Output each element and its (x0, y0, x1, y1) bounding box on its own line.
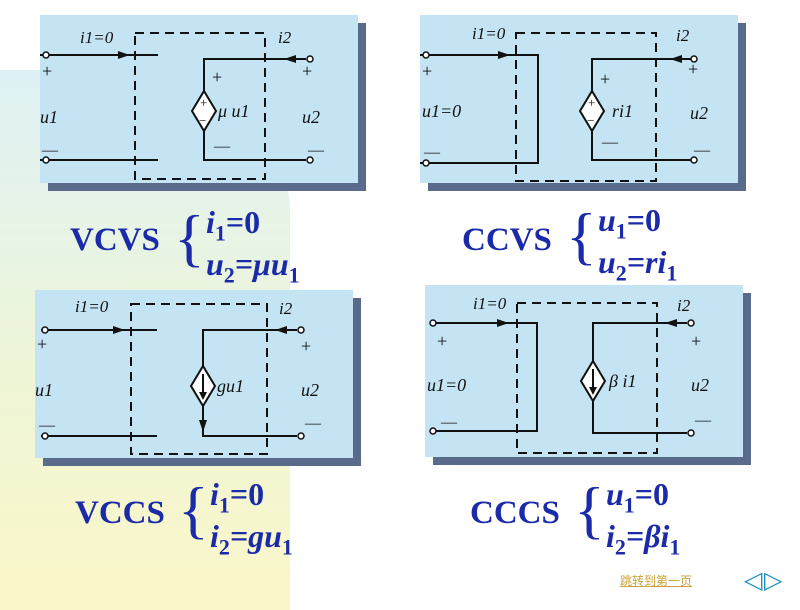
svg-text:+: + (437, 331, 447, 351)
label-source: μ u1 (217, 101, 250, 121)
equation-line-2: u2=ri1 (598, 244, 678, 286)
prev-page-icon[interactable]: ◁ (744, 566, 763, 594)
two-port-box (516, 302, 658, 454)
equation-line-1: i1=0 (210, 476, 265, 518)
svg-text:gu1: gu1 (217, 376, 244, 396)
circuit-diagram: i1=0 i2 + + — — u1=0 u2 β i1 (425, 285, 751, 465)
svg-text:—: — (307, 142, 325, 159)
circuit-panel-ccvs: + − i1=0 i2 + + + — — — u1=0 u2 ri1 (420, 15, 750, 195)
circuit-panel-vccs: i1=0 i2 + + — — u1 u2 gu1 (35, 290, 365, 470)
svg-text:+: + (42, 61, 52, 81)
equation-name: VCVS (70, 222, 160, 258)
svg-text:β i1: β i1 (608, 371, 636, 391)
svg-text:—: — (213, 138, 231, 155)
label-u-right: u2 (302, 107, 320, 127)
svg-text:+: + (422, 61, 432, 81)
svg-text:u2: u2 (691, 375, 709, 395)
svg-text:i1=0: i1=0 (75, 297, 109, 316)
svg-text:—: — (693, 142, 711, 159)
circuit-diagram: i1=0 i2 + + — — u1 u2 gu1 (35, 290, 361, 466)
brace-icon: { (174, 202, 205, 273)
two-port-box (134, 32, 266, 180)
svg-text:u1=0: u1=0 (427, 375, 466, 395)
equation-name: CCCS (470, 495, 560, 531)
svg-text:+: + (688, 59, 698, 79)
svg-text:+: + (301, 336, 311, 356)
svg-text:+: + (588, 95, 595, 110)
svg-text:+: + (200, 95, 207, 110)
svg-text:i2: i2 (279, 299, 293, 318)
svg-text:u1: u1 (35, 380, 53, 400)
svg-text:—: — (694, 412, 712, 429)
next-page-icon[interactable]: ▷ (764, 566, 783, 594)
svg-text:u2: u2 (690, 103, 708, 123)
circuit-diagram: + − i1=0 i2 + + + — — — u1 u2 μ u1 (40, 15, 366, 191)
svg-text:—: — (38, 417, 56, 434)
circuit-panel-cccs: i1=0 i2 + + — — u1=0 u2 β i1 (425, 285, 755, 470)
label-right-current: i2 (278, 28, 292, 47)
label-u-left: u1 (40, 107, 58, 127)
svg-text:—: — (601, 134, 619, 151)
svg-text:−: − (587, 113, 594, 128)
equation-name: VCCS (75, 495, 165, 531)
svg-text:i1=0: i1=0 (472, 24, 506, 43)
equation-line-2: u2=μu1 (206, 246, 300, 288)
equation-line-1: i1=0 (206, 204, 261, 246)
svg-text:+: + (212, 67, 222, 87)
svg-text:+: + (600, 69, 610, 89)
label-left-current: i1=0 (80, 28, 114, 47)
svg-text:ri1: ri1 (612, 101, 633, 121)
circuit-diagram: + − i1=0 i2 + + + — — — u1=0 u2 ri1 (420, 15, 746, 191)
equation-line-1: u1=0 (598, 202, 662, 244)
svg-text:+: + (302, 61, 312, 81)
svg-text:—: — (304, 415, 322, 432)
svg-text:−: − (199, 113, 206, 128)
equation-line-1: u1=0 (606, 476, 670, 518)
brace-icon: { (574, 474, 605, 545)
svg-text:—: — (41, 142, 59, 159)
equation-name: CCVS (462, 222, 552, 258)
svg-text:i1=0: i1=0 (473, 294, 507, 313)
svg-text:+: + (37, 334, 47, 354)
equation-line-2: i2=gu1 (210, 518, 293, 560)
svg-text:i2: i2 (677, 296, 691, 315)
two-port-box (515, 32, 657, 182)
circuit-panel-vcvs: + − i1=0 i2 + + + — — — u1 u2 μ u1 (40, 15, 370, 195)
dependent-voltage-source-icon (190, 89, 218, 133)
svg-text:u2: u2 (301, 380, 319, 400)
svg-text:—: — (440, 414, 458, 431)
svg-text:+: + (691, 331, 701, 351)
svg-text:u1=0: u1=0 (422, 101, 461, 121)
equation-line-2: i2=βi1 (606, 518, 681, 560)
goto-first-page-link[interactable]: 跳转到第一页 (620, 574, 693, 588)
dependent-voltage-source-icon (578, 89, 606, 133)
svg-text:—: — (423, 144, 441, 161)
svg-text:i2: i2 (676, 26, 690, 45)
two-port-box (130, 303, 268, 455)
brace-icon: { (566, 200, 597, 271)
brace-icon: { (178, 474, 209, 545)
